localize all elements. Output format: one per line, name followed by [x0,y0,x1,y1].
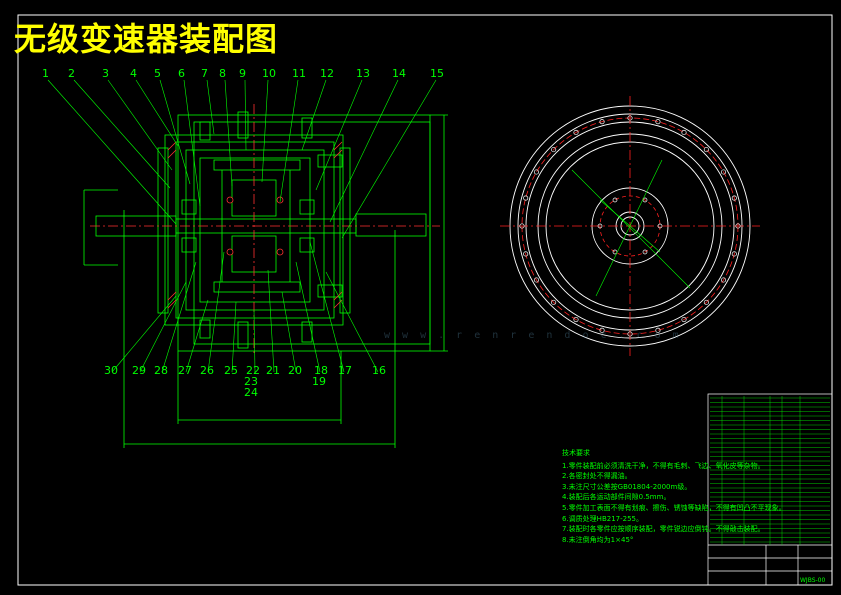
part-label-18: 18 [314,364,328,377]
section-view [83,111,448,448]
part-label-20: 20 [288,364,302,377]
bolt-hole [720,277,727,283]
part-label-19: 19 [312,375,326,388]
bolt-hole [703,299,709,305]
part-label-11: 11 [292,67,306,80]
part-label-28: 28 [154,364,168,377]
part-label-13: 13 [356,67,370,80]
part-label-23: 23 [244,375,258,388]
part-label-26: 26 [200,364,214,377]
bolt-hole [681,129,687,136]
part-label-10: 10 [262,67,276,80]
drawing-title: 无级变速器装配图 [14,20,279,58]
bolt-hole [735,223,741,229]
bolt-hole [627,115,633,121]
watermark-text: w w w . r e n r e n d o c . c o m [384,330,682,341]
bolt-hole [523,195,529,201]
section-hatching [90,104,440,356]
note-item: 5.零件加工表面不得有划痕、擦伤、锈蚀等缺陷，不得有凹凸不平现象。 [562,503,786,512]
bill-of-materials [710,396,830,545]
bolt-hole [655,119,661,125]
technical-notes-heading: 技术要求 [562,449,590,457]
drawing-frame [17,14,833,586]
drawing-number: WJBS-00 [800,577,826,584]
part-label-15: 15 [430,67,444,80]
part-label-17: 17 [338,364,352,377]
part-label-5: 5 [154,67,161,80]
bolt-hole [533,277,540,283]
note-item: 8.未注倒角均为1×45° [562,535,634,544]
part-label-12: 12 [320,67,334,80]
bolt-hole [551,299,557,305]
hub-hole [612,249,618,255]
bolt-holes [519,115,741,337]
note-item: 3.未注尺寸公差按GB01804-2000m级。 [562,482,692,491]
part-label-21: 21 [266,364,280,377]
part-label-29: 29 [132,364,146,377]
part-label-22: 22 [246,364,260,377]
hub-hole [597,223,603,229]
bolt-hole [599,119,605,125]
technical-notes: 技术要求 1.零件装配前必须清洗干净，不得有毛刺、飞边、氧化皮等杂物。 2.各密… [562,448,786,545]
part-label-4: 4 [130,67,137,80]
bolt-hole [703,147,709,153]
part-label-25: 25 [224,364,238,377]
part-label-24: 24 [244,386,258,399]
leader-lines-bottom [111,241,379,373]
leader-lines-top [47,79,437,239]
part-label-7: 7 [201,67,208,80]
end-view-dims [571,159,691,297]
part-label-6: 6 [178,67,185,80]
part-label-2: 2 [68,67,75,80]
hub-hole [612,197,618,203]
part-label-16: 16 [372,364,386,377]
note-item: 2.各密封处不得漏油。 [562,472,632,481]
hub-hole [642,249,648,255]
bolt-hole [523,251,529,257]
part-label-27: 27 [178,364,192,377]
note-item: 1.零件装配前必须清洗干净，不得有毛刺、飞边、氧化皮等杂物。 [562,461,765,470]
bolt-hole [720,169,727,175]
part-label-30: 30 [104,364,118,377]
part-label-9: 9 [239,67,246,80]
part-label-14: 14 [392,67,406,80]
bolt-hole [599,327,605,333]
hub-hole [657,223,663,229]
note-item: 4.装配后各运动部件间隙0.5mm。 [562,493,671,502]
note-item: 7.装配时各零件应按顺序装配，零件锐边应倒钝。不得敲击装配。 [562,525,765,534]
part-label-8: 8 [219,67,226,80]
bolt-hole [655,327,661,333]
bolt-hole [627,331,633,337]
note-item: 6.调质处理HB217-255。 [562,514,643,523]
bolt-hole [731,251,737,257]
bolt-hole [573,316,579,323]
bolt-hole [551,147,557,153]
part-label-1: 1 [42,67,49,80]
bolt-hole [533,169,540,175]
bolt-hole [573,129,579,136]
part-label-3: 3 [102,67,109,80]
bolt-hole [519,223,525,229]
bolt-hole [731,195,737,201]
bolt-hole [681,316,687,323]
hub-hole [642,197,648,203]
title-block [707,393,833,586]
